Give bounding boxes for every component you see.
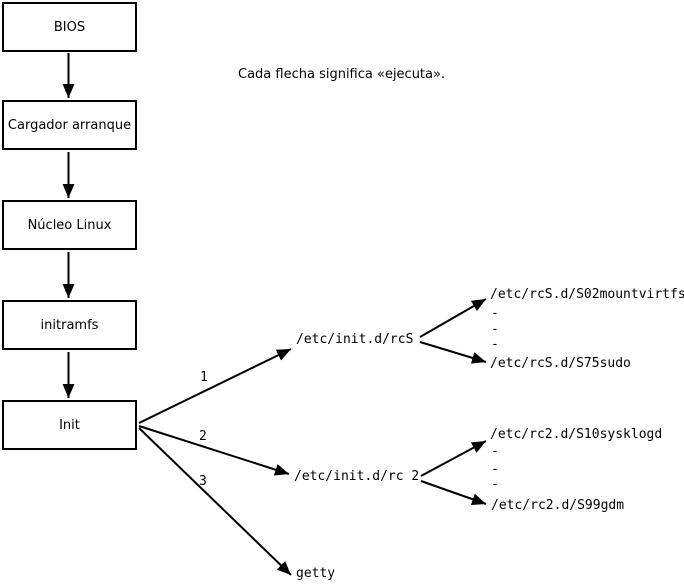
branch-number-2: 2 <box>199 429 207 444</box>
arrow-rcs-to-first-script <box>419 298 487 338</box>
rc2-ellipsis-dash: - <box>491 462 499 477</box>
node-init: Init <box>2 400 137 450</box>
arrow-init-to-rc2 <box>138 425 290 476</box>
arrow-rc2-to-last-script <box>420 480 487 505</box>
node-initramfs-label: initramfs <box>40 317 99 333</box>
node-bootloader-label: Cargador arranque <box>7 117 132 133</box>
rc2-last-script: /etc/rc2.d/S99gdm <box>491 498 625 513</box>
branch-number-1: 1 <box>200 370 208 385</box>
branch-number-3: 3 <box>199 474 207 489</box>
rc2-ellipsis-dash: - <box>491 444 499 459</box>
node-linux-kernel-label: Núcleo Linux <box>27 217 112 233</box>
node-bios-label: BIOS <box>53 19 86 35</box>
node-bootloader: Cargador arranque <box>2 100 137 150</box>
rc2-first-script: /etc/rc2.d/S10sysklogd <box>490 427 663 442</box>
target-getty: getty <box>296 566 336 581</box>
arrow-init-to-rcs <box>138 348 292 424</box>
rcs-ellipsis-dash: - <box>491 322 499 337</box>
rc2-ellipsis-dash: - <box>491 477 499 492</box>
node-bios: BIOS <box>2 2 137 52</box>
arrow-rcs-to-last-script <box>419 341 487 364</box>
rcs-ellipsis-dash: - <box>491 306 499 321</box>
rcs-last-script: /etc/rcS.d/S75sudo <box>490 356 631 371</box>
node-linux-kernel: Núcleo Linux <box>2 200 137 250</box>
arrow-rc2-to-first-script <box>420 440 487 477</box>
target-rcs-script: /etc/init.d/rcS <box>296 332 414 347</box>
rcs-first-script: /etc/rcS.d/S02mountvirtfs <box>490 287 684 302</box>
legend-note: Cada flecha significa «ejecuta». <box>238 67 446 82</box>
arrow-init-to-getty <box>138 427 292 576</box>
node-initramfs: initramfs <box>2 300 137 350</box>
rcs-ellipsis-dash: - <box>491 337 499 352</box>
target-rc2-script: /etc/init.d/rc 2 <box>294 469 420 484</box>
node-init-label: Init <box>59 417 80 433</box>
